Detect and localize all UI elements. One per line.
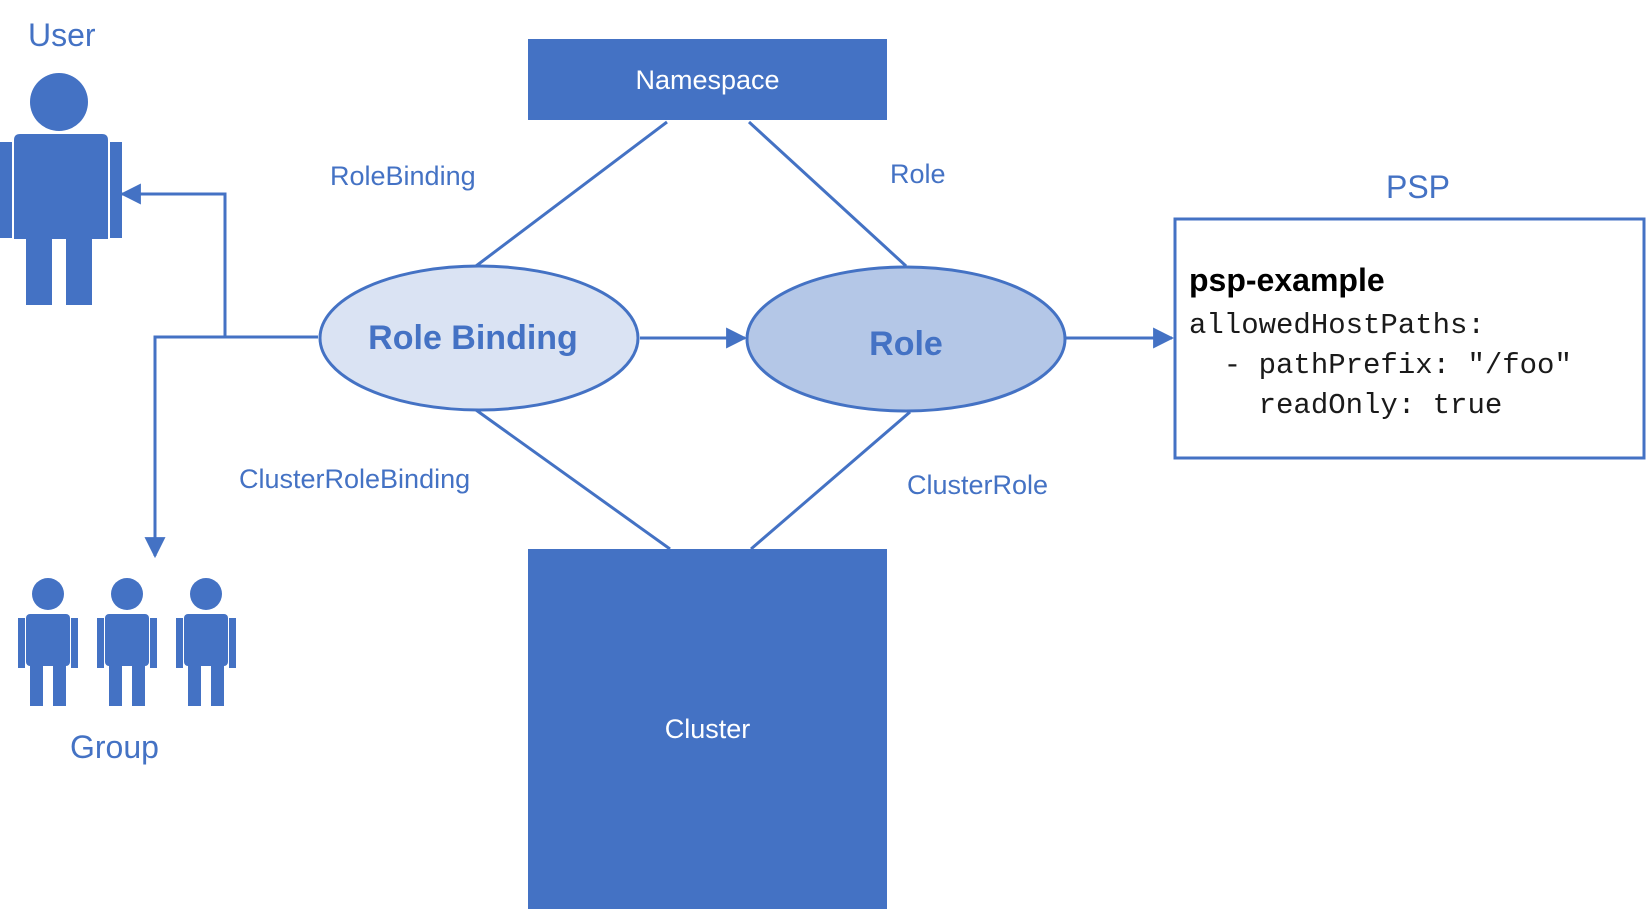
role-binding-label: Role Binding bbox=[368, 319, 578, 357]
role-binding-node bbox=[318, 264, 640, 412]
rolebinding-edge-label: RoleBinding bbox=[330, 161, 476, 191]
people-group-icon bbox=[18, 578, 236, 706]
role-edge-label: Role bbox=[890, 159, 946, 189]
cluster-node bbox=[528, 549, 887, 909]
role-label: Role bbox=[869, 325, 943, 363]
binding-to-group-connector bbox=[144, 335, 225, 559]
cluster-role-edge bbox=[750, 410, 911, 551]
namespace-node bbox=[528, 39, 887, 120]
person-icon bbox=[0, 73, 122, 305]
clusterrolebinding-edge-label: ClusterRoleBinding bbox=[239, 464, 470, 494]
cluster-rolebinding-edge bbox=[475, 408, 671, 551]
user-label: User bbox=[28, 17, 96, 53]
binding-to-user-connector bbox=[119, 183, 318, 339]
role-node bbox=[745, 265, 1067, 413]
psp-line-3: readOnly: true bbox=[1189, 389, 1502, 422]
psp-box bbox=[1173, 217, 1646, 460]
psp-line-2: - pathPrefix: "/foo" bbox=[1189, 349, 1572, 382]
namespace-label: Namespace bbox=[635, 65, 779, 95]
group-label: Group bbox=[70, 729, 159, 765]
psp-title: psp-example bbox=[1189, 262, 1385, 298]
psp-label: PSP bbox=[1386, 169, 1450, 205]
clusterrole-edge-label: ClusterRole bbox=[907, 470, 1048, 500]
cluster-label: Cluster bbox=[665, 714, 751, 744]
psp-line-1: allowedHostPaths: bbox=[1189, 309, 1485, 342]
namespace-role-edge bbox=[747, 120, 908, 268]
namespace-rolebinding-edge bbox=[475, 120, 668, 268]
